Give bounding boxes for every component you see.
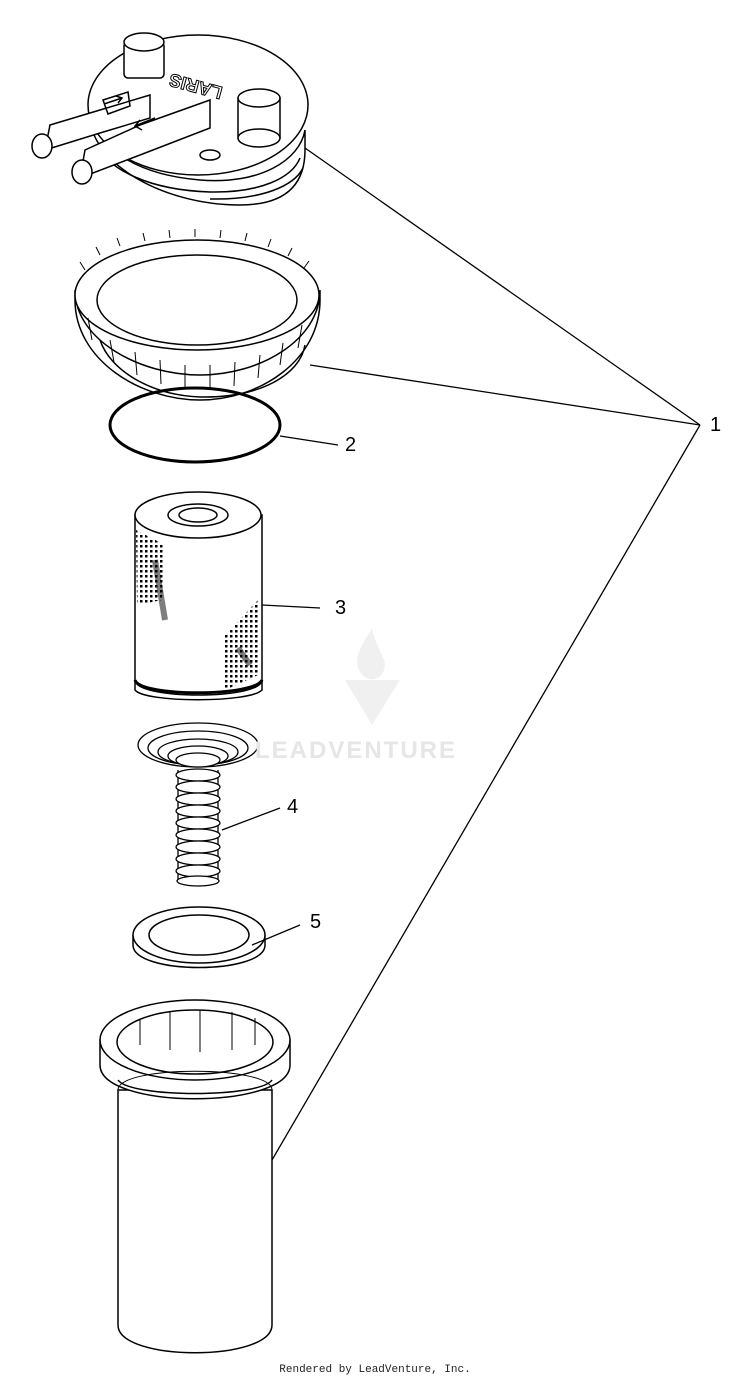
callout-4: 4	[287, 796, 299, 818]
o-ring	[108, 386, 282, 464]
callout-2: 2	[345, 434, 357, 456]
filter-element	[133, 491, 264, 701]
watermark-text: LEADVENTURE	[255, 737, 458, 764]
watermark-logo	[345, 628, 400, 725]
callout-1: 1	[710, 414, 722, 436]
leader-line-5	[251, 924, 301, 946]
retaining-ring	[74, 229, 321, 401]
leader-line-2	[279, 435, 339, 446]
washer	[132, 906, 266, 969]
callout-5: 5	[310, 911, 322, 933]
leader-line-3	[261, 604, 321, 609]
callout-3: 3	[335, 597, 347, 619]
leader-line-1-cap	[304, 147, 701, 426]
footer-credit: Rendered by LeadVenture, Inc.	[279, 1364, 471, 1376]
filter-head-cap	[31, 32, 309, 206]
filter-bowl	[99, 999, 291, 1354]
spring-assembly	[137, 722, 259, 887]
leader-lines	[221, 147, 701, 1161]
leader-line-4	[221, 807, 281, 831]
leader-line-1-bowl	[271, 424, 701, 1161]
leader-line-1-ring	[309, 364, 701, 426]
